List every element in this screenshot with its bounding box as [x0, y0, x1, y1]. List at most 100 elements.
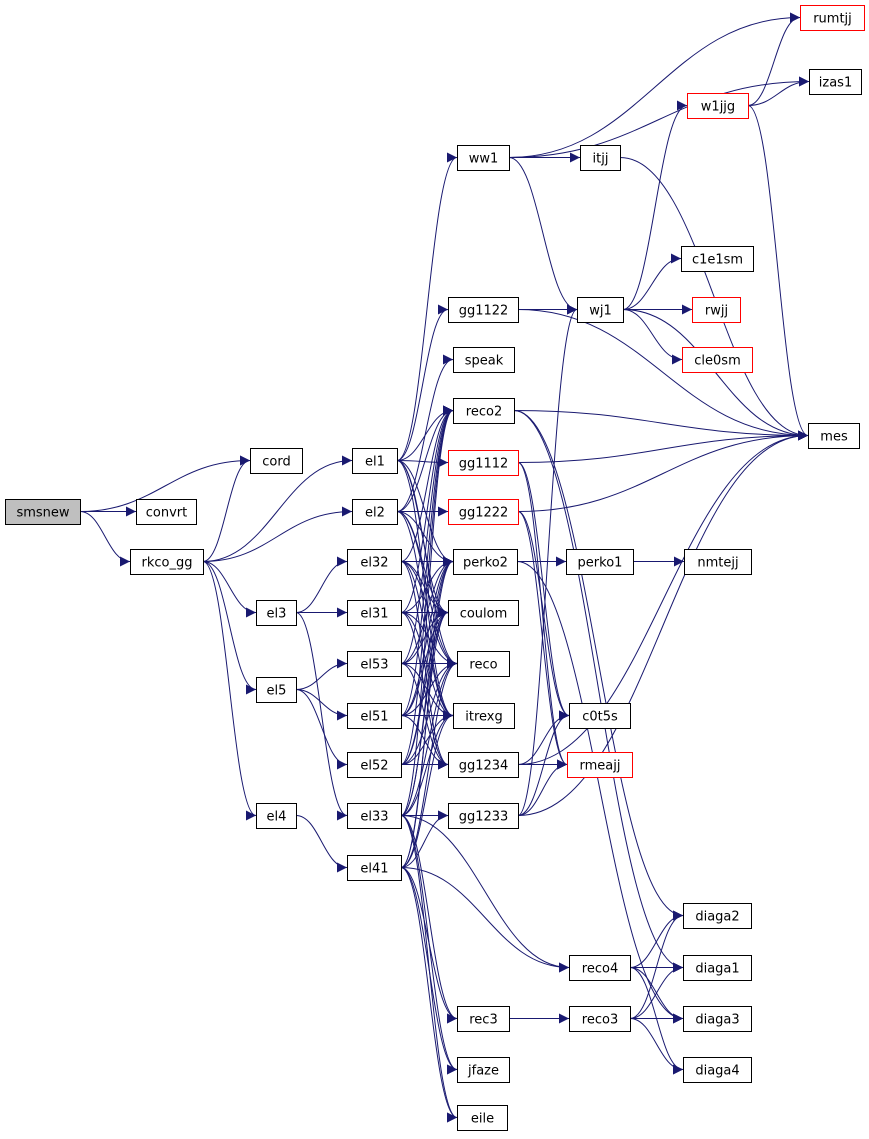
node-box — [457, 1105, 508, 1131]
node-box — [566, 549, 634, 575]
edge-el52-to-reco2 — [400, 405, 454, 765]
node-box — [683, 903, 752, 929]
node-ww1[interactable]: ww1 — [457, 145, 510, 171]
node-el31[interactable]: el31 — [347, 600, 402, 626]
node-label: diaga1 — [695, 962, 739, 977]
node-rumtjj[interactable]: rumtjj — [800, 5, 865, 31]
node-perko2[interactable]: perko2 — [453, 549, 518, 575]
node-smsnew[interactable]: smsnew — [5, 499, 81, 525]
node-box — [687, 93, 749, 119]
node-box — [448, 297, 519, 323]
node-el4[interactable]: el4 — [256, 803, 297, 829]
node-el51[interactable]: el51 — [347, 703, 402, 729]
edge-rkco_gg-to-el3 — [202, 561, 257, 618]
node-box — [448, 499, 519, 525]
node-label: rumtjj — [813, 12, 852, 27]
node-box — [448, 600, 519, 626]
edge-rkco_gg-to-el1 — [202, 455, 353, 562]
edge-w1jjg-to-mes — [747, 105, 809, 441]
node-label: rkco_gg — [142, 556, 193, 571]
node-el33[interactable]: el33 — [347, 803, 402, 829]
node-reco4[interactable]: reco4 — [569, 955, 631, 981]
node-el3[interactable]: el3 — [256, 600, 297, 626]
node-convrt[interactable]: convrt — [136, 499, 197, 525]
node-diaga1[interactable]: diaga1 — [683, 955, 752, 981]
node-speak[interactable]: speak — [453, 347, 515, 373]
edge-gg1112-to-rmeajj — [517, 462, 568, 770]
node-box — [457, 1006, 510, 1032]
edges-layer — [79, 12, 810, 1123]
node-eile[interactable]: eile — [457, 1105, 508, 1131]
edge-ww1-to-rumtjj — [508, 12, 801, 158]
edge-el41-to-jfaze — [400, 867, 458, 1075]
node-el41[interactable]: el41 — [347, 855, 402, 881]
node-rec3[interactable]: rec3 — [457, 1006, 510, 1032]
edge-el33-to-reco — [400, 658, 458, 816]
node-rmeajj[interactable]: rmeajj — [567, 752, 633, 778]
edge-el3-to-el32 — [295, 556, 348, 613]
node-gg1234[interactable]: gg1234 — [448, 752, 519, 778]
edge-el33-to-reco4 — [400, 815, 570, 973]
node-el5[interactable]: el5 — [256, 677, 297, 703]
node-diaga3[interactable]: diaga3 — [683, 1006, 752, 1032]
node-diaga4[interactable]: diaga4 — [683, 1057, 752, 1083]
node-gg1222[interactable]: gg1222 — [448, 499, 519, 525]
edge-rkco_gg-to-cord — [202, 455, 251, 562]
node-box — [448, 450, 519, 476]
node-izas1[interactable]: izas1 — [809, 69, 862, 95]
node-nmtejj[interactable]: nmtejj — [684, 549, 752, 575]
node-label: w1jjg — [701, 100, 735, 115]
node-reco2[interactable]: reco2 — [453, 398, 515, 424]
node-reco3[interactable]: reco3 — [569, 1006, 631, 1032]
node-wj1[interactable]: wj1 — [577, 297, 624, 323]
node-label: convrt — [146, 506, 187, 521]
node-diaga2[interactable]: diaga2 — [683, 903, 752, 929]
node-label: diaga4 — [695, 1064, 739, 1079]
node-mes[interactable]: mes — [808, 423, 860, 449]
edge-el5-to-el52 — [295, 689, 348, 770]
node-box — [681, 246, 754, 272]
edge-gg1233-to-rmeajj — [517, 759, 568, 816]
node-cle0sm[interactable]: cle0sm — [682, 347, 753, 373]
node-coulom[interactable]: coulom — [448, 600, 519, 626]
node-el32[interactable]: el32 — [347, 549, 402, 575]
node-label: el51 — [360, 710, 388, 725]
node-label: el53 — [360, 658, 388, 673]
node-label: itjj — [593, 152, 609, 167]
node-label: coulom — [460, 607, 508, 622]
edge-reco2-to-mes — [513, 410, 809, 441]
edge-el32-to-reco2 — [400, 405, 454, 562]
edge-el52-to-coulom — [400, 607, 449, 765]
node-el53[interactable]: el53 — [347, 651, 402, 677]
node-box — [347, 651, 402, 677]
node-label: reco4 — [582, 962, 618, 977]
node-label: mes — [820, 430, 848, 445]
node-gg1112[interactable]: gg1112 — [448, 450, 519, 476]
node-jfaze[interactable]: jfaze — [457, 1057, 510, 1083]
node-el2[interactable]: el2 — [352, 499, 398, 525]
edge-ww1-to-wj1 — [508, 157, 578, 315]
node-perko1[interactable]: perko1 — [566, 549, 634, 575]
node-c0t5s[interactable]: c0t5s — [569, 703, 631, 729]
node-el52[interactable]: el52 — [347, 752, 402, 778]
edge-reco3-to-diaga4 — [629, 1018, 684, 1075]
node-box — [569, 1006, 631, 1032]
node-itrexg[interactable]: itrexg — [453, 703, 515, 729]
node-box — [256, 600, 297, 626]
node-cord[interactable]: cord — [250, 448, 303, 474]
node-gg1233[interactable]: gg1233 — [448, 803, 519, 829]
node-reco[interactable]: reco — [457, 651, 510, 677]
node-c1e1sm[interactable]: c1e1sm — [681, 246, 754, 272]
node-rwjj[interactable]: rwjj — [692, 297, 741, 323]
node-box — [347, 855, 402, 881]
node-w1jjg[interactable]: w1jjg — [687, 93, 749, 119]
node-box — [800, 5, 865, 31]
node-rkco_gg[interactable]: rkco_gg — [130, 549, 204, 575]
edge-perko2-to-diaga3 — [516, 561, 684, 1024]
node-box — [808, 423, 860, 449]
node-itjj[interactable]: itjj — [580, 145, 621, 171]
node-gg1122[interactable]: gg1122 — [448, 297, 519, 323]
node-el1[interactable]: el1 — [352, 448, 398, 474]
edge-rkco_gg-to-el4 — [202, 561, 257, 821]
